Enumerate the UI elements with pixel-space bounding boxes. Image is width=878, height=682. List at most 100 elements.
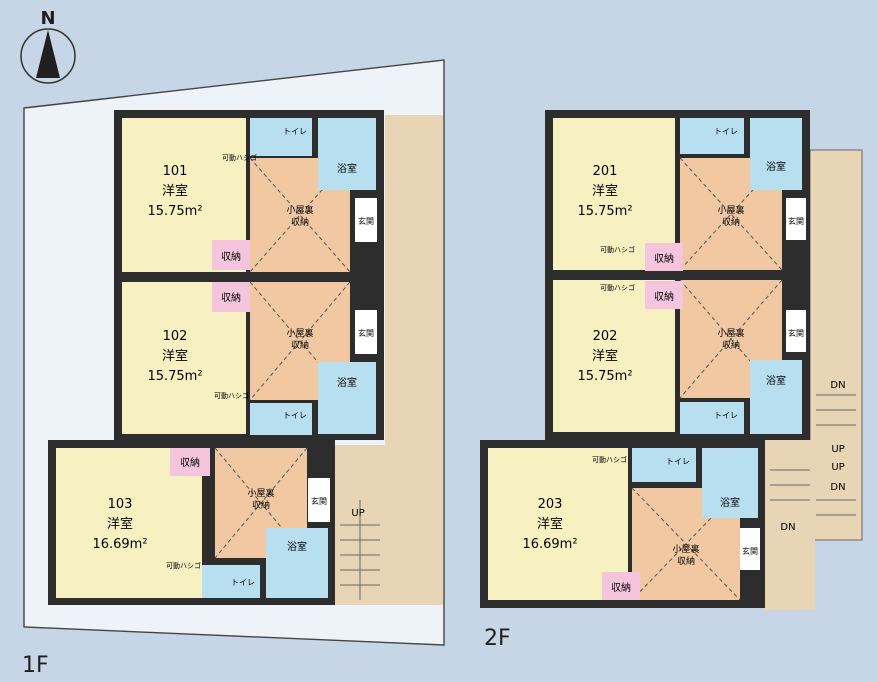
- attic-101-diag1: [249, 157, 351, 273]
- entrance-102: [355, 310, 377, 354]
- room-area-203: 16.69m²: [522, 537, 577, 552]
- toilet-label-202: トイレ: [714, 411, 738, 420]
- bath-label-203: 浴室: [720, 496, 740, 509]
- entrance-101: [355, 198, 377, 242]
- storage-202: [645, 281, 683, 309]
- floor-label-2f: 2F: [484, 626, 511, 651]
- attic-201-diag2: [679, 157, 783, 271]
- unit-number-101: 101: [163, 164, 188, 179]
- toilet-label-102: トイレ: [283, 411, 307, 420]
- attic-label-201-b: 収納: [722, 216, 740, 228]
- toilet-203: [632, 448, 696, 482]
- storage-203: [602, 572, 640, 600]
- storage-label-102: 収納: [221, 291, 241, 304]
- up-label-1f: UP: [351, 508, 364, 519]
- storage-label-101: 収納: [221, 250, 241, 263]
- entrance-label-102: 玄関: [358, 328, 374, 338]
- toilet-label-201: トイレ: [714, 127, 738, 136]
- corridor-1f: [385, 115, 443, 605]
- storage-label-201: 収納: [654, 252, 674, 265]
- attic-201-diag1: [679, 157, 783, 271]
- storage-label-103: 収納: [180, 456, 200, 469]
- attic-203-diag2: [631, 487, 741, 601]
- corridor-2f: [809, 149, 863, 541]
- bath-203: [702, 448, 758, 518]
- entrance-103: [308, 478, 330, 522]
- floor-2f: [480, 110, 863, 610]
- storage-201: [645, 243, 683, 271]
- entrance-label-103: 玄関: [311, 496, 327, 506]
- attic-101-diag2: [249, 157, 351, 273]
- unit-number-203: 203: [538, 497, 563, 512]
- up-label-2f-a: UP: [831, 444, 844, 455]
- attic-102-diag2: [249, 281, 351, 401]
- bath-label-102: 浴室: [337, 376, 357, 389]
- compass-label: N: [40, 8, 55, 29]
- unit-number-201: 201: [593, 164, 618, 179]
- toilet-201: [680, 118, 744, 154]
- attic-label-202-a: 小屋裏: [717, 327, 744, 339]
- entrance-203: [740, 528, 760, 570]
- toilet-101: [250, 118, 312, 156]
- entrance-label-101: 玄関: [358, 216, 374, 226]
- entrance-label-202: 玄関: [788, 328, 804, 338]
- room-type-103: 洋室: [107, 516, 133, 532]
- unit-number-202: 202: [593, 329, 618, 344]
- ladder-label-203: 可動ハシゴ: [592, 455, 627, 464]
- bath-102: [318, 362, 376, 434]
- bath-103: [266, 528, 328, 598]
- entrance-label-203: 玄関: [742, 546, 758, 556]
- attic-label-103-a: 小屋裏: [247, 487, 274, 499]
- attic-label-102-a: 小屋裏: [286, 327, 313, 339]
- bath-label-103: 浴室: [287, 540, 307, 553]
- storage-label-202: 収納: [654, 290, 674, 303]
- storage-label-203: 収納: [611, 581, 631, 594]
- room-type-201: 洋室: [592, 183, 618, 199]
- entrance-202: [786, 310, 806, 352]
- bath-201: [750, 118, 802, 190]
- storage-103: [170, 448, 210, 476]
- stairs-2f: [770, 394, 856, 516]
- attic-label-202-b: 収納: [722, 339, 740, 351]
- attic-label-201-a: 小屋裏: [717, 204, 744, 216]
- attic-label-102-b: 収納: [291, 339, 309, 351]
- room-area-102: 15.75m²: [147, 369, 202, 384]
- bath-202: [750, 360, 802, 434]
- room-area-202: 15.75m²: [577, 369, 632, 384]
- ladder-label-103: 可動ハシゴ: [166, 561, 201, 570]
- attic-103-diag2: [214, 447, 308, 559]
- bath-label-201: 浴室: [766, 160, 786, 173]
- floor-1f: [23, 59, 445, 646]
- ladder-label-101: 可動ハシゴ: [222, 153, 257, 162]
- ladder-label-102: 可動ハシゴ: [214, 391, 249, 400]
- floor-label-1f: 1F: [22, 653, 49, 678]
- toilet-103: [202, 565, 260, 598]
- toilet-label-101: トイレ: [283, 127, 307, 136]
- toilet-102: [250, 403, 312, 435]
- bath-101: [318, 118, 376, 190]
- room-area-103: 16.69m²: [92, 537, 147, 552]
- attic-202-diag2: [679, 279, 783, 399]
- attic-label-101-b: 収納: [291, 216, 309, 228]
- room-area-101: 15.75m²: [147, 204, 202, 219]
- room-type-101: 洋室: [162, 183, 188, 199]
- dn-label-2f-mid: DN: [830, 482, 845, 493]
- attic-label-101-a: 小屋裏: [286, 204, 313, 216]
- room-type-202: 洋室: [592, 348, 618, 364]
- toilet-label-203: トイレ: [666, 457, 690, 466]
- ladder-label-202: 可動ハシゴ: [600, 283, 635, 292]
- up-label-2f-b: UP: [831, 462, 844, 473]
- dn-label-2f-top: DN: [830, 380, 845, 391]
- dn-label-2f-bottom: DN: [780, 522, 795, 533]
- room-type-102: 洋室: [162, 348, 188, 364]
- storage-102: [212, 282, 250, 312]
- attic-label-203-a: 小屋裏: [672, 543, 699, 555]
- compass-circle: [20, 28, 76, 84]
- stairs-1f: [340, 500, 380, 600]
- entrance-201: [786, 198, 806, 240]
- ladder-label-201: 可動ハシゴ: [600, 245, 635, 254]
- bath-label-101: 浴室: [337, 162, 357, 175]
- room-area-201: 15.75m²: [577, 204, 632, 219]
